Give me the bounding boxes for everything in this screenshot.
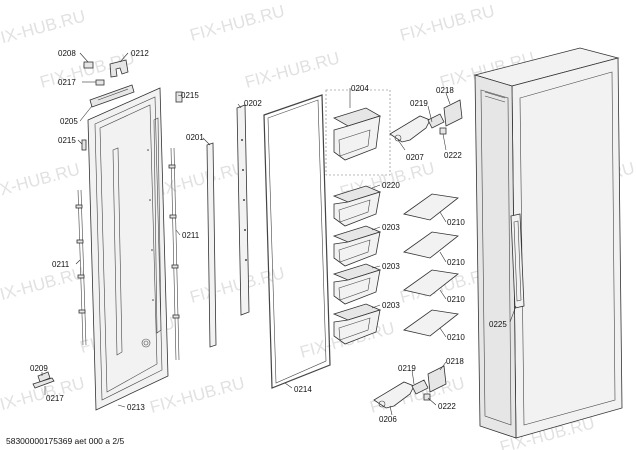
watermark-text: FIX-HUB.RU: [0, 6, 87, 50]
label-0218: 0218: [436, 86, 454, 95]
label-0201: 0201: [186, 133, 204, 142]
label-0211: 0211: [182, 231, 200, 240]
label-0208: 0208: [58, 49, 76, 58]
part-0212: [109, 59, 129, 78]
label-0211: 0211: [52, 260, 70, 269]
label-0207: 0207: [406, 153, 424, 162]
label-0210: 0210: [447, 218, 465, 227]
part-labels: 0208 0212 0217 0205 0215 0215 0202 0201 …: [30, 49, 507, 424]
label-0218: 0218: [446, 357, 464, 366]
label-0204: 0204: [351, 84, 369, 93]
watermark-text: FIX-HUB.RU: [148, 373, 247, 417]
watermark-text: FIX-HUB.RU: [188, 263, 287, 307]
part-0208: [83, 61, 94, 69]
group-box-0204: [325, 89, 391, 176]
label-0203: 0203: [382, 301, 400, 310]
label-0209: 0209: [30, 364, 48, 373]
glass-shelf-0210-a: [403, 193, 459, 221]
door-gasket: [263, 94, 331, 389]
watermark-text: FIX-HUB.RU: [188, 1, 287, 45]
label-0219: 0219: [398, 364, 416, 373]
part-0215-left: [81, 139, 87, 151]
label-0202: 0202: [244, 99, 262, 108]
label-0222: 0222: [438, 402, 456, 411]
part-0209: [37, 371, 51, 383]
top-trim: [89, 84, 135, 108]
rail-0201: [206, 142, 217, 348]
label-0214: 0214: [294, 385, 312, 394]
label-0222: 0222: [444, 151, 462, 160]
top-hinge-assembly: [389, 99, 463, 143]
door-bin-0203-c: [332, 303, 382, 345]
label-0215: 0215: [58, 136, 76, 145]
part-0217-top: [95, 79, 105, 86]
document-footer: 58300000175369 aet 000 a 2/5: [6, 436, 124, 446]
door-bin-0220: [332, 185, 382, 227]
refrigerator-cabinet: [473, 47, 623, 439]
label-0203: 0203: [382, 262, 400, 271]
label-0203: 0203: [382, 223, 400, 232]
hinge-bar-right: [168, 147, 180, 361]
label-0215: 0215: [181, 91, 199, 100]
label-0219: 0219: [410, 99, 428, 108]
glass-shelf-0210-d: [403, 309, 459, 337]
label-0217: 0217: [58, 78, 76, 87]
label-0217: 0217: [46, 394, 64, 403]
label-0206: 0206: [379, 415, 397, 424]
door-panel: [87, 87, 169, 411]
label-0210: 0210: [447, 333, 465, 342]
label-0213: 0213: [127, 403, 145, 412]
watermark-text: FIX-HUB.RU: [243, 48, 342, 92]
bottom-hinge-assembly: [373, 365, 447, 409]
part-0217-bottom: [32, 377, 55, 389]
label-0210: 0210: [447, 295, 465, 304]
label-0212: 0212: [131, 49, 149, 58]
door-bin-0203-b: [332, 263, 382, 305]
hinge-bar-left: [75, 189, 87, 346]
watermark-text: FIX-HUB.RU: [398, 1, 497, 45]
glass-shelf-0210-b: [403, 231, 459, 259]
watermark-text: FIX-HUB.RU: [0, 160, 82, 204]
glass-shelf-0210-c: [403, 269, 459, 297]
rail-0202: [236, 104, 250, 316]
door-bin-0203-a: [332, 225, 382, 267]
watermark-text: FIX-HUB.RU: [0, 263, 87, 307]
door-bin-0204: [333, 107, 381, 161]
part-0215-top: [175, 91, 183, 103]
label-0205: 0205: [60, 117, 78, 126]
label-0210: 0210: [447, 258, 465, 267]
label-0220: 0220: [382, 181, 400, 190]
leader-lines: [41, 52, 517, 416]
label-0225: 0225: [489, 320, 507, 329]
